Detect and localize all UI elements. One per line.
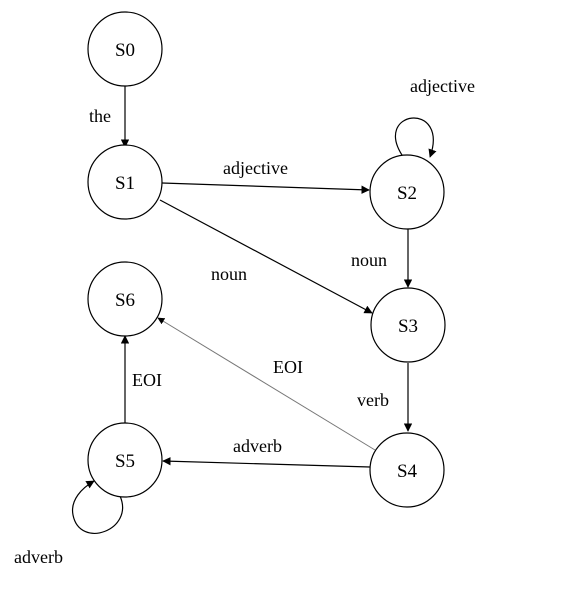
state-s5-label: S5 — [115, 451, 135, 472]
state-s6-label: S6 — [115, 290, 135, 311]
label-s3-s4: verb — [357, 390, 389, 410]
label-s5-s5: adverb — [14, 547, 63, 567]
state-s1-label: S1 — [115, 173, 135, 194]
label-s1-s3: noun — [211, 264, 247, 284]
state-s0: S0 — [87, 11, 163, 87]
edge-s4-s6 — [157, 317, 376, 451]
state-s3: S3 — [370, 287, 446, 363]
edge-s1-s3 — [159, 199, 373, 314]
state-s0-label: S0 — [115, 40, 135, 61]
edge-s2-s2-loop — [394, 117, 437, 159]
state-s4: S4 — [369, 432, 445, 508]
edge-s1-s2 — [161, 182, 370, 194]
state-s4-label: S4 — [397, 461, 418, 482]
state-s5: S5 — [87, 422, 163, 498]
edge-s4-s5 — [162, 457, 371, 468]
label-s5-s6: EOI — [132, 370, 162, 390]
label-s0-s1: the — [89, 106, 111, 126]
state-s3-label: S3 — [398, 316, 418, 337]
state-s6: S6 — [87, 261, 163, 337]
edge-s5-s5-loop — [71, 480, 123, 534]
label-s2-s3: noun — [351, 250, 387, 270]
label-s4-s6: EOI — [273, 357, 303, 377]
label-s4-s5: adverb — [233, 436, 282, 456]
state-s1: S1 — [87, 144, 163, 220]
label-s2-s2: adjective — [410, 76, 475, 96]
label-s1-s2: adjective — [223, 158, 288, 178]
state-s2: S2 — [369, 154, 445, 230]
state-s2-label: S2 — [397, 183, 417, 204]
